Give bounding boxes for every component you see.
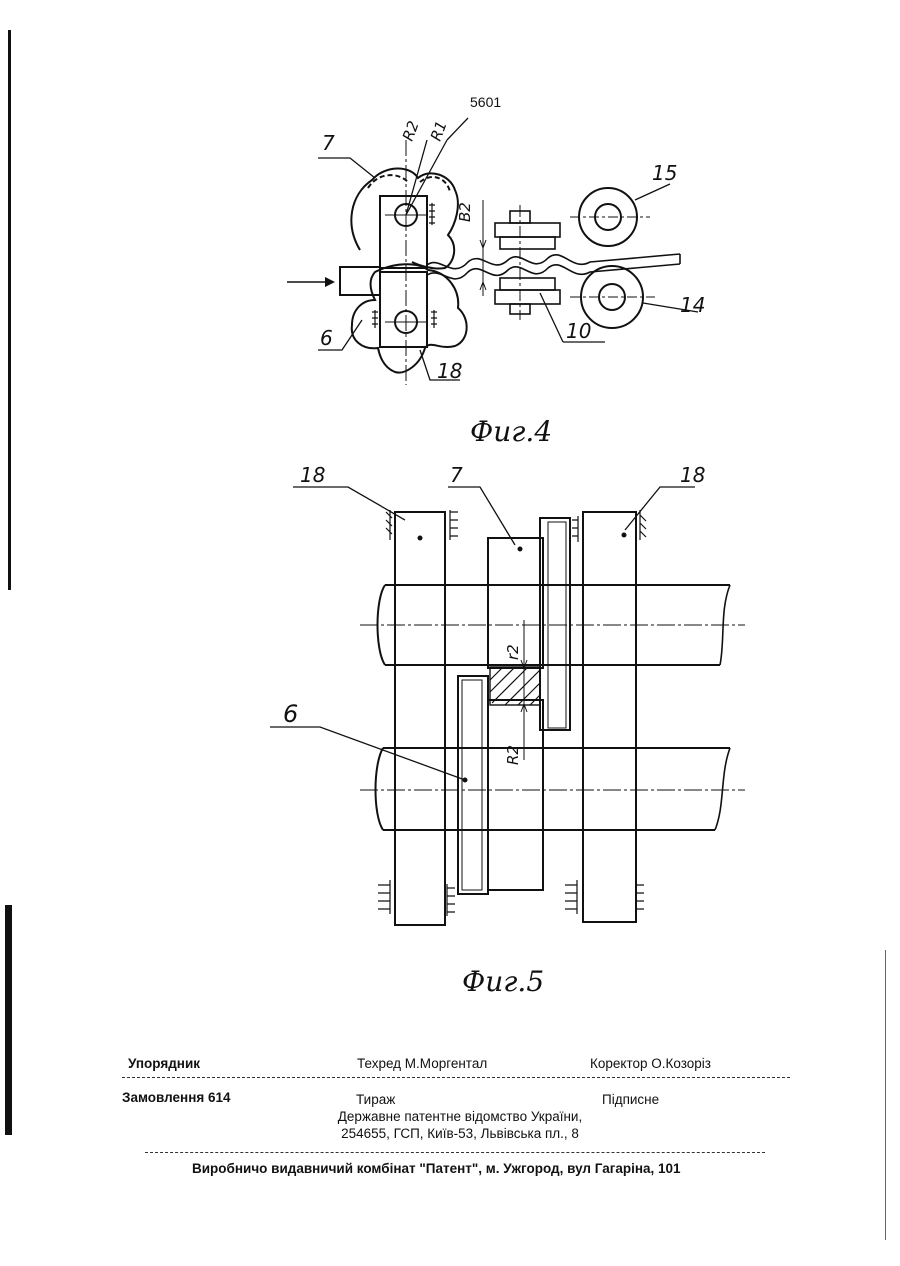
figure-4-caption: Фиг.4 (470, 415, 552, 448)
imprint-rule-1 (122, 1077, 790, 1078)
figure-4 (287, 118, 698, 385)
fig4-label-18: 18 (437, 359, 462, 383)
upper-cam-outline (351, 168, 458, 268)
left-support-plate (395, 512, 445, 925)
patent-drawings: 7 R2 R1 B2 15 14 10 6 18 18 7 18 6 r2 R2 (0, 0, 900, 1010)
upper-shaft-housing (380, 196, 427, 268)
imprint-order: Замовлення 614 (122, 1090, 231, 1105)
fig4-label-6: 6 (320, 326, 333, 350)
imprint-circulation: Тираж (356, 1092, 395, 1107)
fig5-label-18-left: 18 (300, 463, 325, 487)
imprint-publisher: Виробничо видавничий комбінат "Патент", … (192, 1161, 681, 1176)
lower-cam-outline (352, 264, 467, 372)
corrugated-strip (427, 254, 680, 279)
fig5-label-6: 6 (283, 700, 298, 728)
right-support-plate (583, 512, 636, 922)
imprint-subscription: Підписне (602, 1092, 659, 1107)
strip-entry (340, 267, 380, 295)
fig5-label-R2: R2 (504, 745, 522, 765)
imprint-rule-2 (145, 1152, 765, 1153)
fig4-label-R2: R2 (399, 118, 423, 143)
fig5-label-18-right: 18 (680, 463, 705, 487)
imprint-corrector: Коректор О.Козоріз (590, 1056, 711, 1071)
fig4-label-10: 10 (566, 319, 591, 343)
fig4-label-7: 7 (322, 131, 335, 155)
imprint-tech-editor: Техред М.Моргентал (357, 1056, 487, 1071)
fig4-label-B2: B2 (456, 202, 474, 222)
imprint-office: Державне патентне відомство України, (250, 1109, 670, 1124)
fig4-label-15: 15 (652, 161, 677, 185)
fig4-label-14: 14 (680, 293, 705, 317)
imprint-address: 254655, ГСП, Київ-53, Львівська пл., 8 (250, 1126, 670, 1141)
imprint-compiler: Упорядник (128, 1056, 200, 1071)
upper-cam-lobes (368, 175, 450, 192)
fig5-label-r2: r2 (504, 644, 522, 660)
lower-shaft-side (376, 748, 731, 830)
lower-shaft-housing (380, 272, 427, 347)
figure-5 (270, 487, 745, 925)
fig5-label-7: 7 (450, 463, 463, 487)
figure-5-caption: Фиг.5 (462, 965, 544, 998)
